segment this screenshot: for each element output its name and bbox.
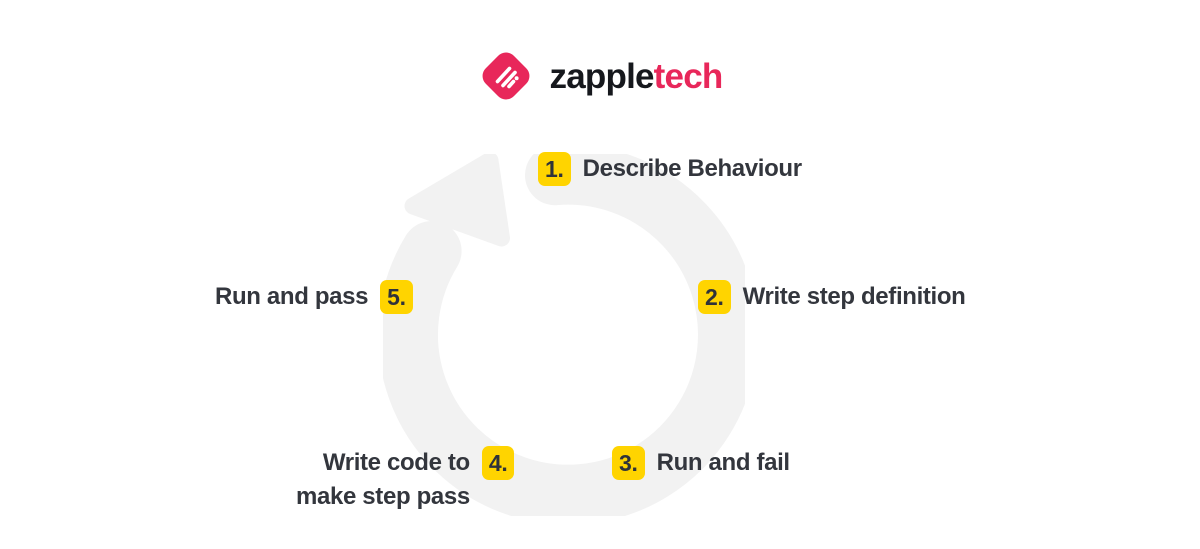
step-4-label-line2: make step pass [296, 483, 470, 510]
step-3-badge: 3. [612, 446, 645, 480]
zappletech-diamond-percent-icon [478, 48, 534, 104]
cycle-step-1: 1. Describe Behaviour [538, 152, 802, 186]
brand-wordmark: zappletech [549, 56, 724, 96]
step-5-badge: 5. [380, 280, 413, 314]
brand-wordmark-accent: tech [653, 56, 724, 96]
circular-arrow-clockwise-icon [383, 154, 745, 516]
brand-logo: zappletech [0, 48, 1200, 104]
step-4-badge: 4. [481, 446, 515, 480]
cycle-step-3: 3. Run and fail [612, 446, 790, 480]
step-3-label: Run and fail [656, 449, 790, 476]
cycle-step-5: 5. Run and pass [215, 280, 413, 314]
step-1-badge: 1. [538, 152, 571, 186]
step-1-label: Describe Behaviour [582, 155, 802, 182]
step-2-badge: 2. [698, 280, 731, 314]
step-2-label: Write step definition [742, 283, 966, 310]
step-5-label: Run and pass [215, 283, 369, 310]
cycle-step-2: 2. Write step definition [698, 280, 966, 314]
brand-wordmark-primary: zapple [549, 56, 655, 96]
